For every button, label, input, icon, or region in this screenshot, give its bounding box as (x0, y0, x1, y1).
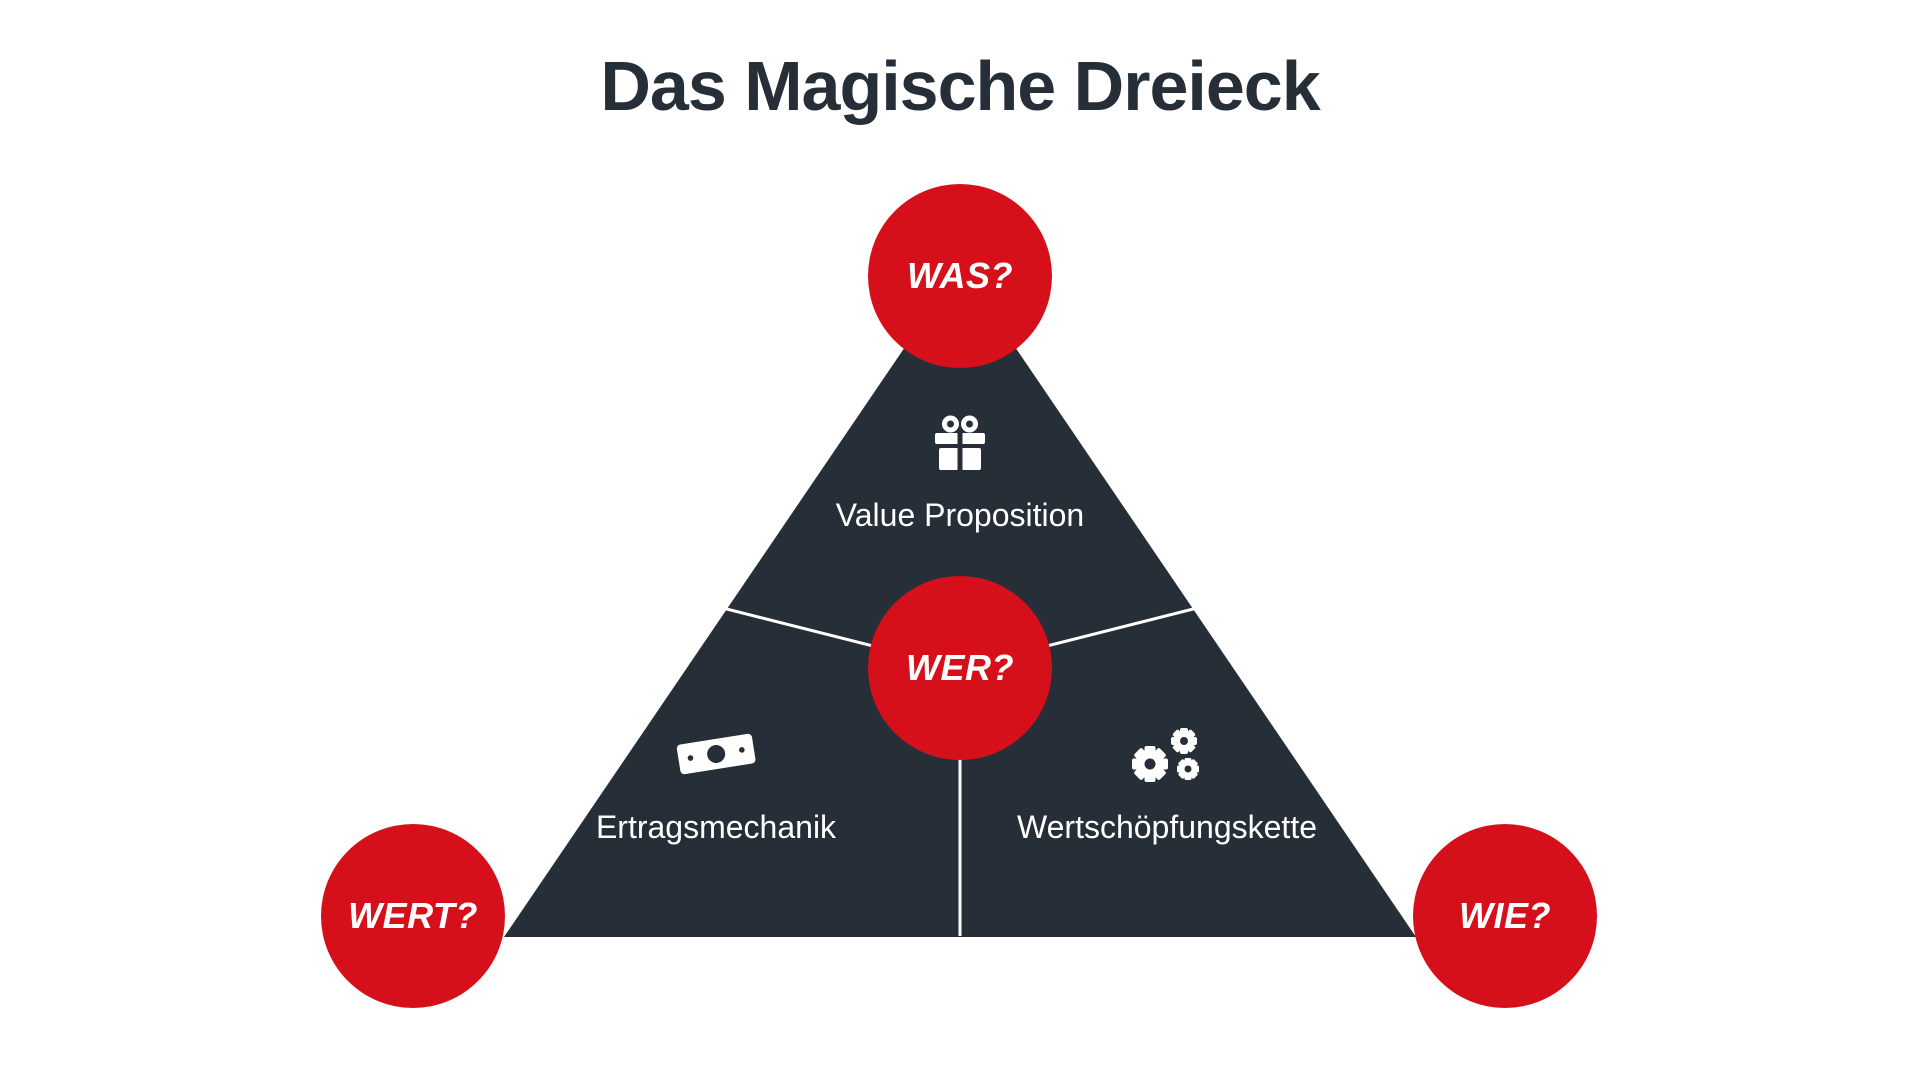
node-wer-label: WER? (906, 647, 1014, 688)
gear-small (1171, 728, 1197, 754)
gears-icon (1132, 728, 1199, 782)
node-wie: WIE? (1413, 824, 1597, 1008)
node-wert: WERT? (321, 824, 505, 1008)
region-value-proposition: Value Proposition (660, 414, 1260, 534)
node-wer: WER? (868, 576, 1052, 760)
gear-large (1132, 746, 1168, 782)
page-title: Das Magische Dreieck (600, 47, 1320, 125)
node-wert-label: WERT? (348, 895, 478, 936)
banknote-icon (676, 733, 756, 775)
region-ertragsmechanik: Ertragsmechanik (466, 724, 966, 846)
region-wertschoepfungskette: Wertschöpfungskette (917, 726, 1417, 846)
region-label-value-proposition: Value Proposition (835, 497, 1085, 533)
node-wie-label: WIE? (1459, 895, 1551, 936)
region-label-wertschoepfungskette: Wertschöpfungskette (1016, 809, 1317, 845)
gear-tiny (1177, 758, 1199, 780)
node-was-label: WAS? (907, 255, 1013, 296)
region-label-ertragsmechanik: Ertragsmechanik (595, 809, 837, 845)
node-was: WAS? (868, 184, 1052, 368)
gift-icon (935, 415, 985, 470)
